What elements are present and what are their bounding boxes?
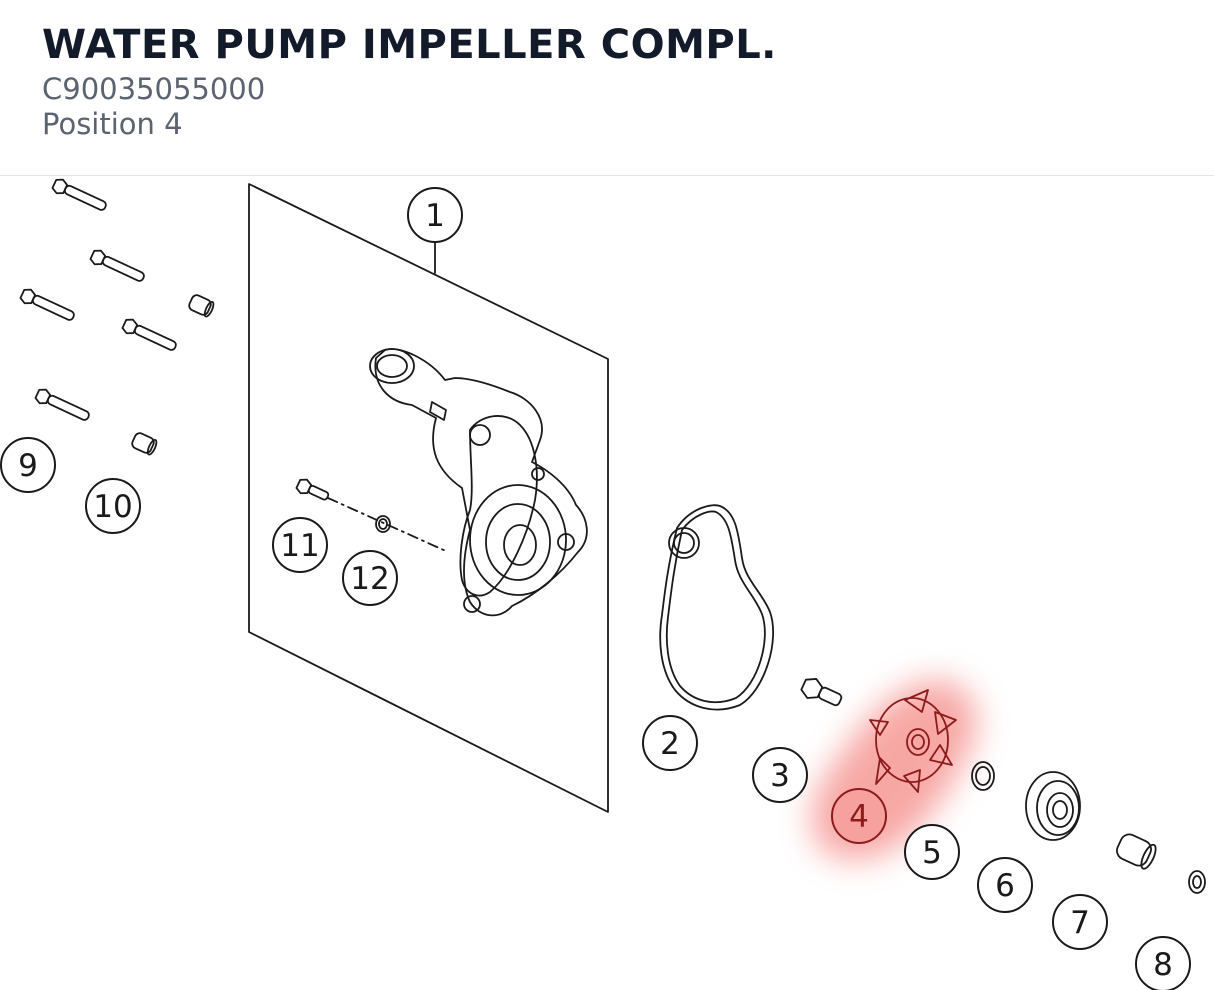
svg-text:12: 12 (350, 561, 389, 597)
bearing-sleeve (1116, 833, 1157, 870)
svg-text:3: 3 (770, 758, 790, 794)
housing-gasket (659, 504, 774, 711)
svg-text:2: 2 (660, 726, 680, 762)
small-ring (1188, 870, 1206, 894)
svg-text:9: 9 (18, 448, 38, 484)
callout-10[interactable]: 10 (85, 478, 141, 534)
assembly-frame (248, 183, 609, 813)
callout-3[interactable]: 3 (752, 747, 808, 803)
callout-11[interactable]: 11 (272, 517, 328, 573)
part-position: Position 4 (42, 107, 183, 141)
callout-2[interactable]: 2 (642, 715, 698, 771)
callout-8[interactable]: 8 (1135, 936, 1191, 990)
callout-12[interactable]: 12 (342, 550, 398, 606)
water-pump-impeller (869, 689, 957, 793)
pump-housing (369, 348, 588, 617)
svg-text:7: 7 (1070, 905, 1090, 941)
part-number: C90035055000 (42, 72, 266, 106)
part-title: WATER PUMP IMPELLER COMPL. (42, 22, 777, 68)
callout-9[interactable]: 9 (0, 437, 56, 493)
impeller-bolt (800, 678, 843, 707)
small-bolt (295, 478, 330, 501)
washer (971, 761, 995, 791)
svg-text:10: 10 (93, 489, 132, 525)
callout-6[interactable]: 6 (977, 857, 1033, 913)
callout-4-selected[interactable]: 4 (831, 788, 887, 844)
svg-text:4: 4 (849, 799, 869, 835)
exploded-parts-diagram: 1 2 3 4 5 6 7 8 9 10 11 12 (0, 176, 1214, 990)
svg-text:8: 8 (1153, 947, 1173, 983)
callout-5[interactable]: 5 (904, 824, 960, 880)
callout-7[interactable]: 7 (1052, 894, 1108, 950)
small-o-ring (375, 515, 391, 533)
part-header: WATER PUMP IMPELLER COMPL. C90035055000 … (0, 0, 1214, 176)
svg-text:5: 5 (922, 835, 942, 871)
svg-text:6: 6 (995, 868, 1015, 904)
sleeve-group (131, 294, 215, 456)
shaft-seal (1025, 771, 1081, 841)
svg-text:1: 1 (425, 198, 445, 234)
bolt-group (19, 178, 177, 421)
svg-text:11: 11 (280, 528, 319, 564)
callout-1[interactable]: 1 (407, 187, 463, 243)
